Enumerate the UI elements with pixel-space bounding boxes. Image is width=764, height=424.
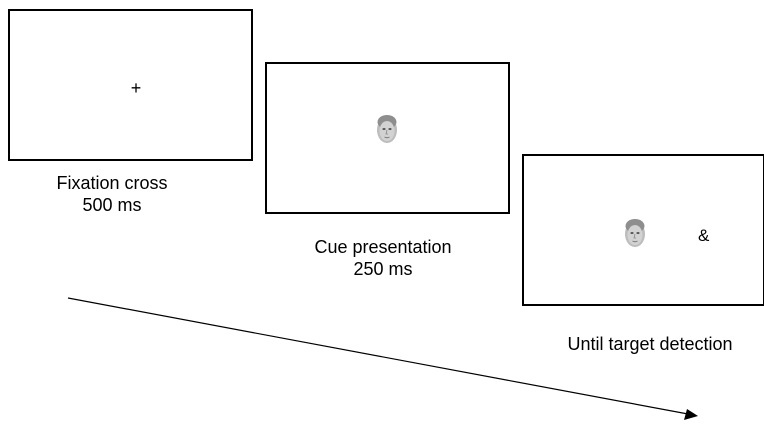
target-label: Until target detection	[567, 334, 733, 354]
face-photo-icon	[625, 219, 645, 247]
fixation-duration: 500 ms	[82, 195, 142, 215]
arrowhead-icon	[684, 409, 698, 420]
cue-frame	[265, 62, 510, 214]
cue-caption: Cue presentation 250 ms	[283, 236, 483, 280]
target-symbol: &	[698, 226, 710, 245]
fixation-frame: +	[8, 9, 253, 161]
cue-duration: 250 ms	[353, 259, 413, 279]
fixation-caption: Fixation cross 500 ms	[22, 172, 202, 216]
target-caption: Until target detection	[535, 333, 764, 355]
time-arrow-line	[67, 297, 689, 415]
face-photo-icon	[377, 115, 397, 143]
fixation-label: Fixation cross	[56, 173, 168, 193]
cue-label: Cue presentation	[314, 237, 452, 257]
fixation-cross: +	[130, 78, 142, 98]
